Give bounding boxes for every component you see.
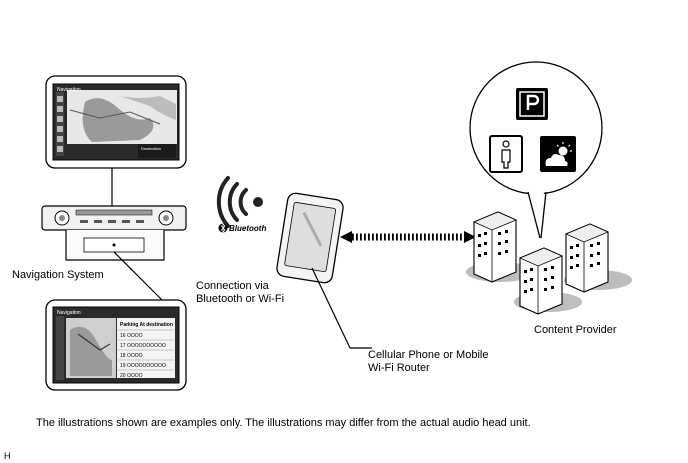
weather-icon (540, 136, 576, 172)
bottom-row-2: 17 OOOOOOOOOO (120, 343, 166, 349)
top-navigation-screen: Navigation Destination (45, 75, 187, 169)
top-screen-destination: Destination (141, 146, 161, 151)
disclaimer-note: The illustrations shown are examples onl… (36, 417, 531, 429)
bluetooth-label: Bluetooth (229, 224, 266, 233)
bottom-row-1: 16 OOOO (120, 333, 143, 339)
content-provider-buildings (466, 211, 632, 315)
data-link-arrow (340, 231, 476, 243)
connection-label-line2: Bluetooth or Wi-Fi (196, 293, 284, 305)
bottom-row-5: 20 OOOO (120, 373, 143, 379)
bottom-row-3: 18 OOOO (120, 353, 143, 359)
head-unit (41, 205, 187, 261)
bottom-screen-title: Navigation (57, 310, 81, 316)
person-icon (489, 135, 523, 173)
bottom-row-4: 19 OOOOOOOOOO (120, 363, 166, 369)
phone-label-line1: Cellular Phone or Mobile (368, 349, 488, 361)
navigation-system-label: Navigation System (12, 269, 104, 281)
bluetooth-logo: Bluetooth (218, 223, 266, 233)
bottom-navigation-screen: Navigation Parking At destination 16 OOO… (45, 299, 187, 391)
top-screen-title: Navigation (57, 87, 81, 93)
corner-marker: H (4, 451, 11, 461)
wireless-signal-icon (216, 176, 263, 228)
cellular-phone (276, 192, 344, 284)
bottom-panel-title: Parking At destination (120, 322, 173, 328)
content-provider-label: Content Provider (534, 324, 617, 336)
phone-label-line2: Wi-Fi Router (368, 362, 430, 374)
parking-icon (516, 88, 548, 120)
connection-label-line1: Connection via (196, 280, 270, 292)
